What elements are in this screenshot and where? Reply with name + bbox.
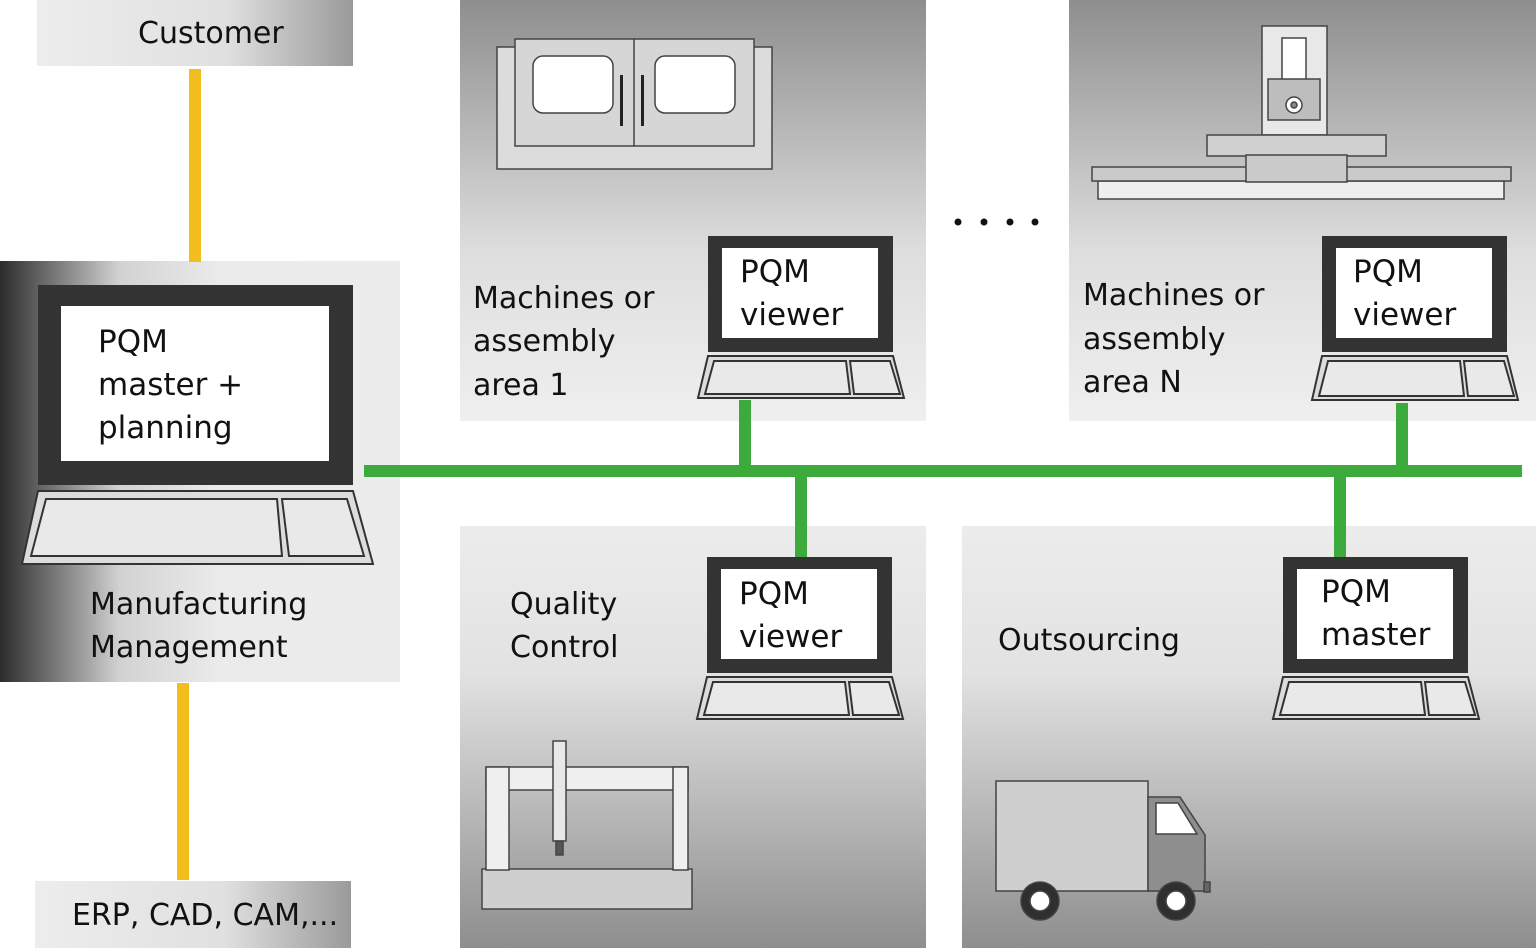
manufacturing-screen-line: planning [98, 410, 233, 446]
machines-1-label-line: area 1 [473, 368, 569, 403]
truck-icon [995, 780, 1211, 921]
manufacturing-label-line: Manufacturing [90, 587, 307, 622]
manufacturing-screen-line: master + [98, 367, 243, 403]
machines-1-screen-line: PQM [740, 254, 810, 290]
customer-label: Customer [138, 16, 284, 51]
machines-1-label-line: assembly [473, 324, 615, 359]
outsourcing-label: Outsourcing [998, 623, 1180, 658]
computer-icon [696, 236, 906, 399]
outsourcing-screen-line: PQM [1321, 574, 1391, 610]
erp-label: ERP, CAD, CAM,... [72, 898, 338, 933]
machine-cabinet-icon [496, 38, 773, 170]
machines-n-label-line: Machines or [1083, 278, 1265, 313]
panel-customer [37, 0, 353, 66]
machines-1-screen-line: viewer [740, 297, 843, 333]
cmm-icon [481, 740, 693, 910]
machines-n-label-line: area N [1083, 365, 1182, 400]
computer-icon [1310, 236, 1520, 401]
customer-link [189, 69, 201, 262]
quality-label-line: Control [510, 630, 618, 665]
network-bus [364, 400, 1522, 557]
quality-screen-line: PQM [739, 576, 809, 612]
outsourcing-screen-line: master [1321, 617, 1431, 653]
quality-screen-line: viewer [739, 619, 842, 655]
manufacturing-screen-line: PQM [98, 324, 168, 360]
computer-icon [695, 557, 905, 720]
manufacturing-label-line: Management [90, 630, 288, 665]
machines-n-screen-line: viewer [1353, 297, 1456, 333]
machines-1-label-line: Machines or [473, 281, 655, 316]
machines-n-label-line: assembly [1083, 322, 1225, 357]
laptop-icon [20, 285, 375, 565]
machines-n-screen-line: PQM [1353, 254, 1423, 290]
milling-machine-icon [1091, 25, 1512, 200]
quality-label-line: Quality [510, 587, 617, 622]
dots-icon [954, 218, 1039, 226]
erp-link [177, 683, 189, 880]
panel-erp [35, 881, 351, 948]
computer-icon [1271, 557, 1481, 720]
